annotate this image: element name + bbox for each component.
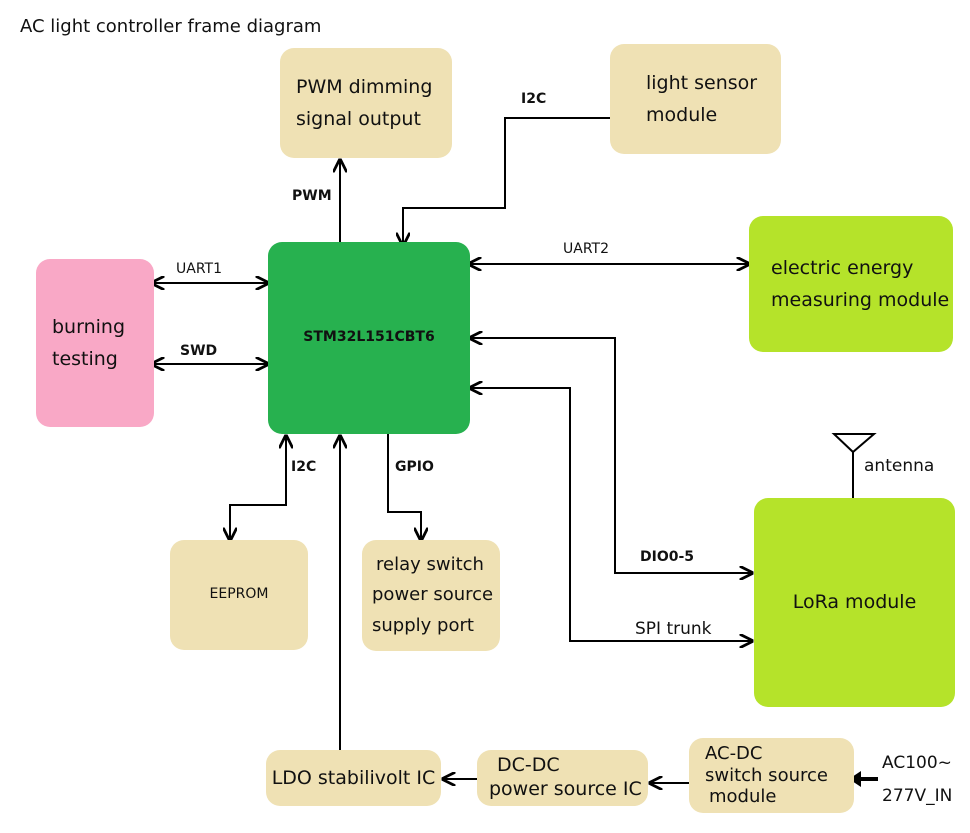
i2c-sensor-link bbox=[403, 117, 610, 245]
energy-meter-block: electric energy measuring module bbox=[749, 216, 953, 352]
lora-label: LoRa module bbox=[792, 591, 917, 614]
burning-block-line-1: burning bbox=[52, 315, 126, 338]
mcu-block: STM32L151CBT6 bbox=[268, 242, 470, 434]
antenna-icon bbox=[831, 433, 877, 454]
spi-link bbox=[470, 388, 752, 641]
gpio-label: GPIO bbox=[395, 459, 434, 475]
sensor-block-line-1: light sensor bbox=[646, 71, 758, 94]
eeprom-label: EEPROM bbox=[209, 586, 269, 603]
energy-block-line-1: electric energy bbox=[771, 256, 914, 279]
spi-label: SPI trunk bbox=[635, 619, 712, 639]
relay-block-line-2: power source bbox=[372, 584, 494, 606]
uart2-label: UART2 bbox=[563, 241, 609, 257]
acdc-block: AC-DC switch source module bbox=[689, 738, 854, 813]
ldo-label: LDO stabilivolt IC bbox=[271, 766, 436, 789]
antenna-label: antenna bbox=[864, 456, 935, 476]
i2c-sensor-label: I2C bbox=[521, 91, 547, 107]
uart1-label: UART1 bbox=[176, 261, 222, 277]
ldo-block: LDO stabilivolt IC bbox=[266, 750, 441, 806]
swd-label: SWD bbox=[180, 343, 218, 359]
dio-link bbox=[470, 338, 752, 573]
ac-input-label-line-1: AC100~ bbox=[882, 753, 952, 773]
pwm-block-line-1: PWM dimming bbox=[296, 75, 433, 98]
mcu-label: STM32L151CBT6 bbox=[303, 329, 435, 346]
sensor-block-line-2: module bbox=[646, 104, 718, 126]
pwm-signal-label: PWM bbox=[292, 188, 332, 204]
pwm-block-line-2: signal output bbox=[296, 108, 421, 130]
burning-block-line-2: testing bbox=[52, 348, 118, 370]
acdc-block-line-1: AC-DC bbox=[705, 743, 763, 765]
eeprom-block: EEPROM bbox=[170, 540, 308, 650]
diagram-title: AC light controller frame diagram bbox=[20, 16, 322, 37]
relay-block-line-3: supply port bbox=[372, 614, 474, 636]
ac-in-arrowhead bbox=[849, 771, 861, 787]
light-sensor-block: light sensor module bbox=[610, 44, 781, 154]
dcdc-block-line-2: power source IC bbox=[489, 778, 642, 800]
pwm-output-block: PWM dimming signal output bbox=[280, 48, 452, 158]
ac-input-label-line-2: 277V_IN bbox=[882, 786, 953, 806]
lora-module-block: LoRa module bbox=[754, 498, 955, 707]
dio-label: DIO0-5 bbox=[640, 549, 695, 565]
dcdc-block: DC-DC power source IC bbox=[477, 750, 648, 806]
acdc-block-line-3: module bbox=[709, 786, 777, 808]
dcdc-block-line-1: DC-DC bbox=[497, 754, 560, 777]
relay-block-line-1: relay switch bbox=[376, 553, 484, 575]
acdc-block-line-2: switch source bbox=[705, 764, 828, 786]
relay-port-block: relay switch power source supply port bbox=[362, 540, 500, 651]
i2c-eeprom-label: I2C bbox=[291, 459, 317, 475]
i2c-eeprom-link bbox=[230, 436, 286, 540]
energy-block-line-2: measuring module bbox=[771, 289, 950, 311]
gpio-link bbox=[387, 433, 421, 540]
burning-testing-block: burning testing bbox=[36, 259, 154, 427]
